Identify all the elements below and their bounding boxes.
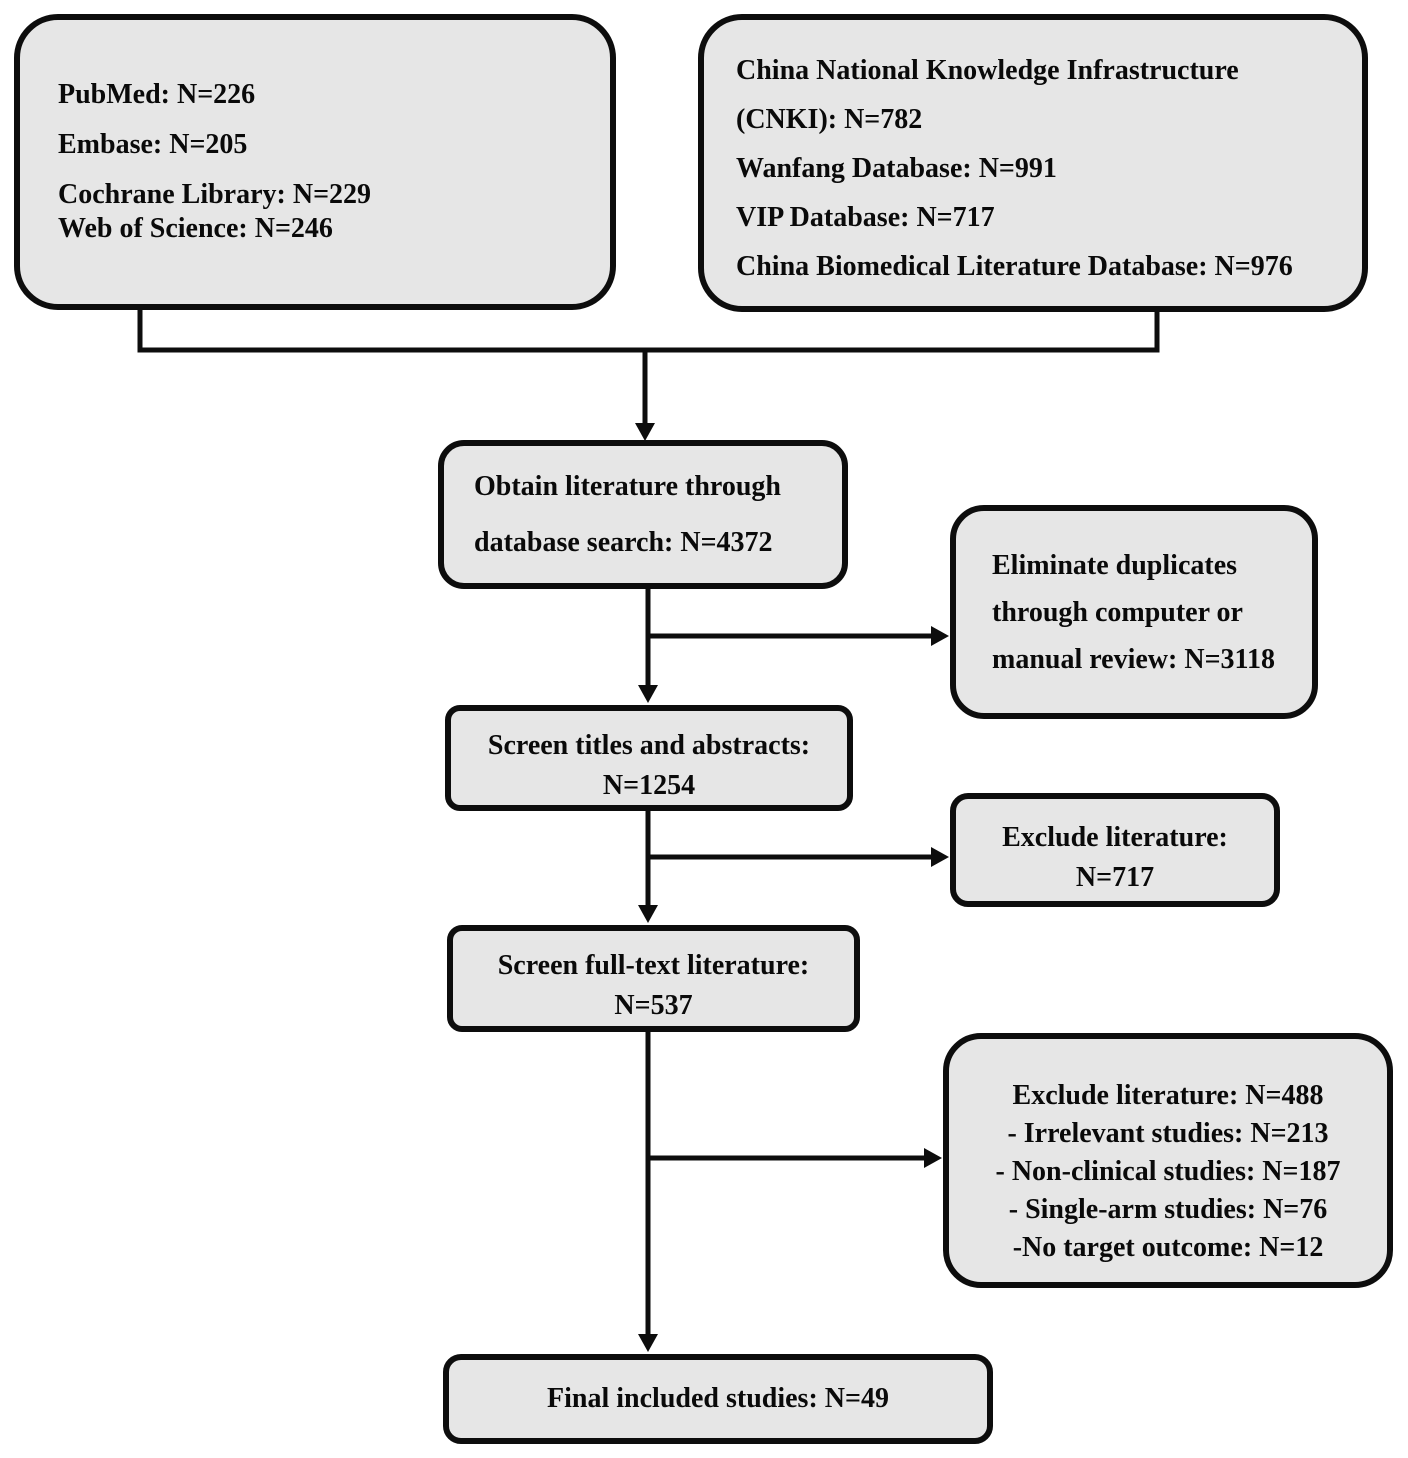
duplicates-line-2: through computer or bbox=[992, 597, 1243, 628]
db-count-wanfang: Wanfang Database: N=991 bbox=[736, 153, 1057, 184]
screen-fulltext-box: Screen full-text literature: N=537 bbox=[447, 925, 860, 1032]
screen-fulltext-count: N=537 bbox=[614, 990, 693, 1021]
arrowhead-fulltext-to-final bbox=[638, 1334, 658, 1352]
exclude-fulltext-total: Exclude literature: N=488 bbox=[1012, 1080, 1324, 1111]
exclude-titles-count: N=717 bbox=[1075, 862, 1155, 893]
db-count-cbm: China Biomedical Literature Database: N=… bbox=[736, 251, 1293, 282]
arrowhead-obtain-to-titles bbox=[638, 685, 658, 703]
db-count-cochrane: Cochrane Library: N=229 bbox=[58, 179, 372, 210]
obtain-line-1: Obtain literature through bbox=[474, 471, 781, 502]
screen-titles-line-1: Screen titles and abstracts: bbox=[487, 730, 811, 761]
arrowhead-merge-to-obtain bbox=[635, 423, 655, 441]
db-count-embase: Embase: N=205 bbox=[58, 129, 248, 160]
exclude-reason-irrelevant: - Irrelevant studies: N=213 bbox=[1007, 1118, 1329, 1149]
final-included-studies-box: Final included studies: N=49 bbox=[443, 1354, 993, 1444]
exclude-reason-no-outcome: -No target outcome: N=12 bbox=[1012, 1232, 1324, 1263]
db-count-cnki-title: China National Knowledge Infrastructure bbox=[736, 55, 1239, 86]
exclude-reason-nonclinical: - Non-clinical studies: N=187 bbox=[995, 1156, 1341, 1187]
arrowhead-to-exclude-fulltext bbox=[924, 1148, 942, 1168]
final-included-count: Final included studies: N=49 bbox=[547, 1383, 889, 1414]
db-count-cnki: (CNKI): N=782 bbox=[736, 104, 923, 135]
arrowhead-to-duplicates bbox=[931, 626, 949, 646]
exclude-literature-fulltext-box: Exclude literature: N=488 - Irrelevant s… bbox=[943, 1033, 1393, 1288]
eliminate-duplicates-box: Eliminate duplicates through computer or… bbox=[950, 505, 1318, 719]
exclude-reason-singlearm: - Single-arm studies: N=76 bbox=[1008, 1194, 1328, 1225]
arrowhead-to-exclude-titles bbox=[931, 847, 949, 867]
chinese-databases-box: China National Knowledge Infrastructure … bbox=[698, 14, 1368, 312]
db-count-web-of-science: Web of Science: N=246 bbox=[58, 213, 333, 244]
exclude-literature-titles-box: Exclude literature: N=717 bbox=[950, 793, 1280, 907]
db-count-pubmed: PubMed: N=226 bbox=[58, 79, 256, 110]
duplicates-line-1: Eliminate duplicates bbox=[992, 550, 1238, 581]
screen-titles-abstracts-box: Screen titles and abstracts: N=1254 bbox=[445, 705, 853, 811]
duplicates-line-3: manual review: N=3118 bbox=[992, 644, 1275, 675]
obtain-line-2: database search: N=4372 bbox=[474, 527, 773, 558]
english-databases-box: PubMed: N=226 Embase: N=205 Cochrane Lib… bbox=[14, 14, 616, 310]
arrowhead-titles-to-fulltext bbox=[638, 905, 658, 923]
screen-fulltext-line-1: Screen full-text literature: bbox=[497, 950, 810, 981]
db-count-vip: VIP Database: N=717 bbox=[736, 202, 995, 233]
exclude-titles-line-1: Exclude literature: bbox=[1002, 822, 1228, 853]
merge-connector-line bbox=[137, 308, 1160, 353]
screen-titles-count: N=1254 bbox=[602, 770, 696, 801]
obtain-literature-box: Obtain literature through database searc… bbox=[438, 440, 848, 589]
